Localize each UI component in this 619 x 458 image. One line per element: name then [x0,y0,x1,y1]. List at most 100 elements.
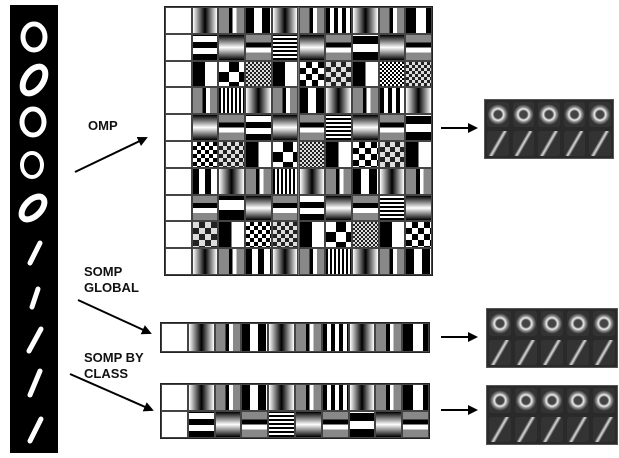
omp-atom [165,7,192,34]
somp-class-atom [375,411,403,438]
omp-atom [218,221,246,249]
somp-global-recon-one [515,340,537,365]
somp-global-recon-zero [593,311,615,336]
omp-atom [378,87,406,115]
omp-atom [165,87,192,115]
somp-class-recon-one [515,417,537,442]
somp-class-atom [187,411,215,438]
omp-atom [351,141,379,168]
omp-atom [245,33,272,61]
omp-atom [298,7,326,34]
omp-atom [165,141,192,168]
omp-atom [378,114,406,141]
omp-recon-one [538,131,560,156]
omp-atom [191,248,219,275]
somp-class-recon-one [541,417,563,442]
somp-class-atom [402,411,429,438]
omp-atom [191,60,219,88]
omp-atom [325,60,352,88]
somp-class-atom [321,411,349,438]
omp-atom [325,141,352,168]
omp-atom [405,33,432,61]
omp-atom [325,7,352,34]
digit-0-b [19,63,49,97]
omp-recon-one [512,131,535,156]
digit-1-a [27,240,43,266]
omp-atom [378,221,406,249]
omp-atom [405,87,432,115]
arrow-omp-to-dictionary [74,136,148,173]
somp-class-atom [348,411,376,438]
somp-class-atom [241,384,269,411]
omp-atom [165,114,192,141]
omp-recon-zero [589,102,611,127]
somp-global-recon-zero [515,311,537,336]
digit-1-c [26,326,44,354]
omp-atom [405,141,432,168]
omp-atom [298,194,326,222]
omp-atom [405,60,432,88]
somp-global-atom [295,323,322,352]
omp-atom [325,167,352,195]
omp-atom [245,167,272,195]
omp-atom [191,141,219,168]
omp-atom [405,167,432,195]
omp-recon-zero [563,102,586,127]
omp-atom [165,221,192,249]
omp-atom [351,60,379,88]
omp-atom [271,33,299,61]
omp-atom [351,87,379,115]
somp-global-atom [241,323,269,352]
omp-atom [218,114,246,141]
omp-atom [218,141,246,168]
omp-recon-zero [512,102,535,127]
omp-atom [245,141,272,168]
digit-0-d [20,151,44,179]
somp-class-recon-one [567,417,589,442]
omp-atom [191,114,219,141]
somp-class-atom [187,384,215,411]
omp-atom [298,60,326,88]
somp-global-atom [268,323,295,352]
omp-atom [405,248,432,275]
omp-atom [298,87,326,115]
omp-atom [218,167,246,195]
omp-label: OMP [88,118,118,133]
somp-class-atom [214,384,242,411]
somp-class-atom [161,384,188,411]
omp-atom [191,221,219,249]
omp-atom [351,167,379,195]
somp-class-atom [321,384,349,411]
omp-atom [245,248,272,275]
omp-atom [298,33,326,61]
somp-class-atom [295,411,322,438]
omp-atom [351,248,379,275]
omp-atom [245,7,272,34]
omp-atom [271,194,299,222]
somp-class-recon-zero [593,388,615,413]
input-digits-svg [18,21,49,444]
omp-atom [405,114,432,141]
omp-atom [271,114,299,141]
omp-atom [325,248,352,275]
omp-atom [351,194,379,222]
somp-global-reconstruction [486,308,618,368]
omp-atom [271,141,299,168]
somp-class-atom [402,384,429,411]
omp-atom [245,194,272,222]
omp-atom [191,194,219,222]
omp-atom [218,248,246,275]
digit-1-b [29,286,41,310]
omp-atom [271,87,299,115]
somp-global-atom [348,323,376,352]
omp-atom [325,114,352,141]
somp-global-recon-zero [489,311,511,336]
omp-atom [298,141,326,168]
digit-0-e [18,193,48,223]
omp-atom [165,167,192,195]
somp-global-atom [214,323,242,352]
omp-atom [378,60,406,88]
omp-recon-one [563,131,586,156]
omp-atom [405,221,432,249]
arrow-somp-class-to-dictionary [69,373,154,412]
